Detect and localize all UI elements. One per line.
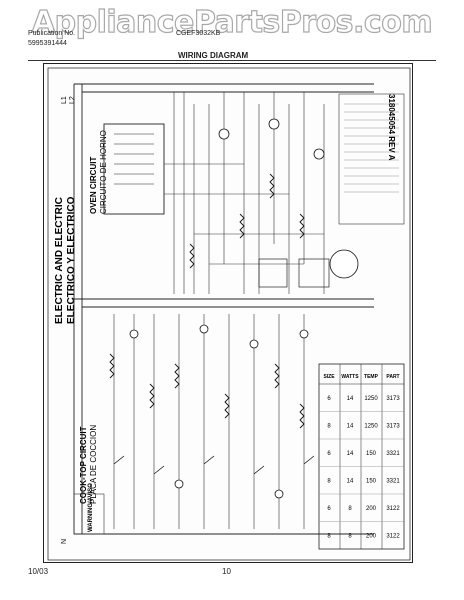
header-rule — [28, 60, 436, 61]
footer-date: 10/03 — [28, 567, 49, 576]
table-cell: 3321 — [386, 478, 400, 484]
table-cell: 14 — [347, 423, 354, 429]
table-header-cell: PART — [386, 374, 399, 380]
table-cell: 8 — [348, 506, 352, 512]
table-cell: 150 — [366, 478, 377, 484]
table-cell: 3173 — [386, 423, 400, 429]
terminal-n: N — [61, 539, 68, 544]
watermark: AppliancePartsPros.com — [31, 4, 433, 40]
publication-number: 5995391444 — [28, 40, 67, 47]
table-cell: 8 — [327, 478, 331, 484]
table-cell: 8 — [327, 533, 331, 539]
table-cell: 14 — [347, 478, 354, 484]
model-number: CGEF3032KB — [176, 30, 221, 37]
table-cell: 3321 — [386, 451, 400, 457]
publication-label: Publication No. — [28, 30, 76, 37]
table-cell: 1250 — [364, 423, 378, 429]
title-electric: ELECTRIC AND ELECTRIC — [54, 197, 65, 324]
part-number: 318045054 REV A — [387, 94, 396, 161]
table-cell: 6 — [327, 451, 331, 457]
table-cell: 200 — [366, 506, 377, 512]
table-cell: 14 — [347, 451, 354, 457]
table-cell: 150 — [366, 451, 377, 457]
warning-title: WARNING/AVISO — [88, 483, 94, 532]
terminal-l2: L2 — [69, 96, 76, 104]
table-cell: 3122 — [386, 506, 400, 512]
page-number: 10 — [222, 567, 231, 576]
table-cell: 6 — [327, 506, 331, 512]
oven-title-es: CIRCUITO DE HORNO — [99, 130, 108, 214]
section-title: WIRING DIAGRAM — [178, 51, 249, 60]
wiring-schematic: ELECTRIC AND ELECTRIC ELECTRICO Y ELECTR… — [47, 67, 411, 561]
wiring-diagram: ELECTRIC AND ELECTRIC ELECTRICO Y ELECTR… — [43, 63, 413, 563]
oven-title: OVEN CIRCUIT — [89, 157, 98, 214]
cooktop-title: COOK-TOP CIRCUIT — [79, 426, 88, 504]
cooktop-title-es: PLACA DE COCCION — [89, 425, 98, 504]
table-cell: 200 — [366, 533, 377, 539]
table-header-cell: WATTS — [341, 374, 359, 380]
table-cell: 1250 — [364, 396, 378, 402]
title-electrico: ELECTRICO Y ELECTRICO — [66, 196, 77, 324]
terminal-l1: L1 — [61, 96, 68, 104]
element-table: SIZE WATTS TEMP PART 6 14 1250 3173 8 14 1250 3173 6… — [318, 363, 405, 550]
table-cell: 3122 — [386, 533, 400, 539]
table-cell: 8 — [348, 533, 352, 539]
table-cell: 3173 — [386, 396, 400, 402]
table-header-cell: SIZE — [323, 374, 335, 380]
table-header-cell: TEMP — [364, 374, 379, 380]
table-cell: 8 — [327, 423, 331, 429]
table-cell: 14 — [347, 396, 354, 402]
table-cell: 6 — [327, 396, 331, 402]
